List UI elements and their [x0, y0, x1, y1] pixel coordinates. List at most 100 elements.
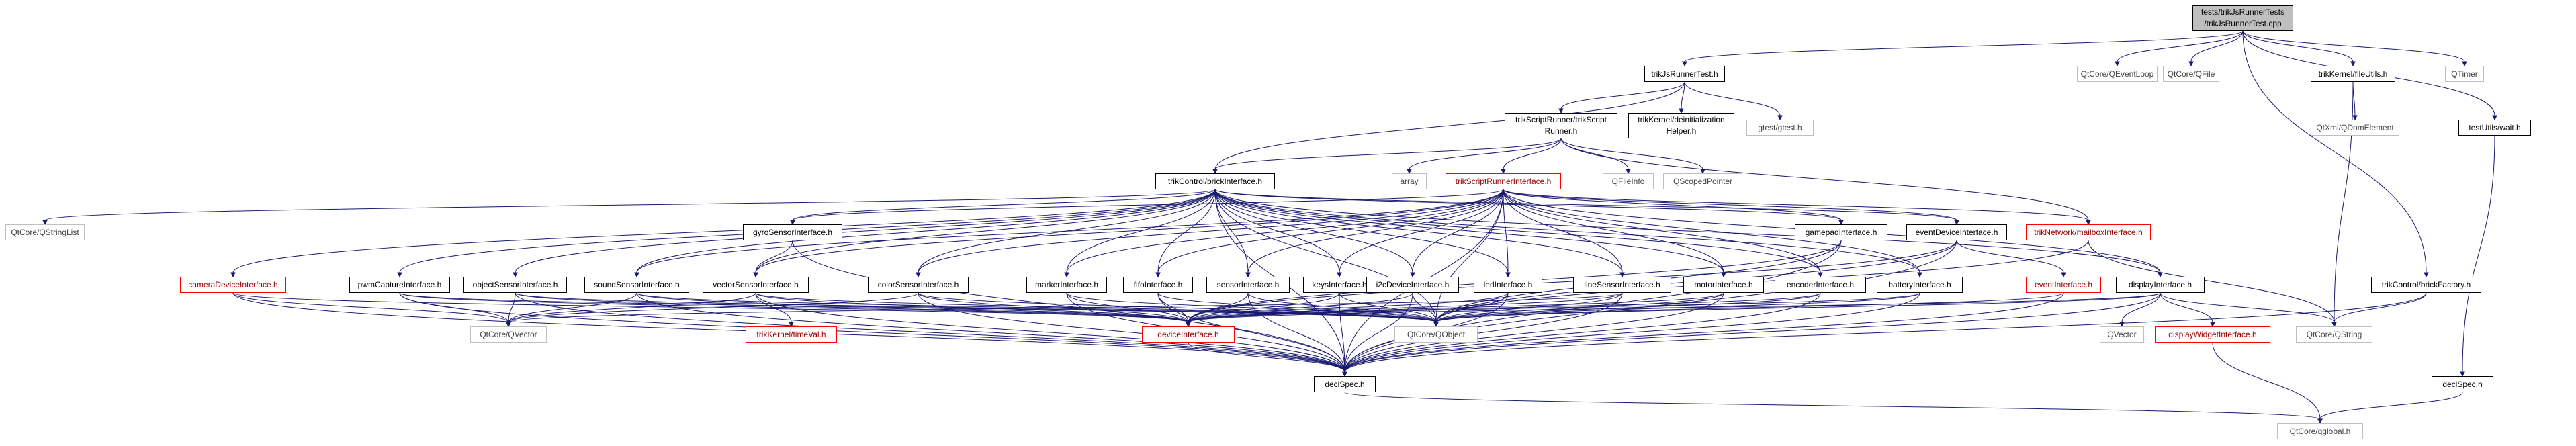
- vectorsensorinterface-node[interactable]: vectorSensorInterface.h: [703, 277, 809, 293]
- include-edge: [636, 292, 1189, 323]
- linesensorinterface-node[interactable]: lineSensorInterface.h: [1573, 277, 1671, 293]
- include-edge: [1560, 81, 1685, 109]
- include-edge: [1339, 292, 1437, 323]
- fileutils-header-node[interactable]: trikKernel/fileUtils.h: [2311, 66, 2395, 82]
- scriptrunnerinterface-node[interactable]: trikScriptRunnerInterface.h: [1446, 173, 1561, 189]
- graph-edges: [42, 30, 2497, 425]
- include-edge: [515, 189, 1216, 273]
- include-edge: [1157, 189, 1504, 273]
- mailboxinterface-node[interactable]: trikNetwork/mailboxInterface.h: [2026, 224, 2151, 240]
- brickinterface-node[interactable]: trikControl/brickInterface.h: [1155, 173, 1275, 189]
- include-edge: [1214, 189, 1957, 221]
- edge-arrowhead: [2158, 272, 2163, 278]
- timeval-node[interactable]: trikKernel/timeVal.h: [746, 326, 837, 343]
- include-edge: [1214, 81, 1685, 170]
- edge-arrowhead: [916, 272, 921, 278]
- include-edge: [1188, 292, 1413, 323]
- declspec-testutils-node[interactable]: declSpec.h: [2432, 376, 2493, 392]
- edge-arrowhead: [2462, 61, 2467, 67]
- include-edge: [1344, 292, 1413, 373]
- fifointerface-node[interactable]: fifoInterface.h: [1123, 277, 1193, 293]
- motorinterface-node[interactable]: motorInterface.h: [1683, 277, 1764, 293]
- include-edge: [1247, 292, 1345, 373]
- include-edge: [232, 189, 1216, 273]
- include-edge: [636, 189, 1216, 273]
- include-edge: [1503, 189, 1509, 273]
- pwmcaptureinterface-node[interactable]: pwmCaptureInterface.h: [349, 277, 450, 293]
- include-edge: [1214, 189, 1437, 323]
- displaywidgetinterface-node[interactable]: displayWidgetInterface.h: [2155, 326, 2270, 343]
- cameradeviceinterface-node[interactable]: cameraDeviceInterface.h: [180, 277, 286, 293]
- include-edge: [1188, 292, 1509, 323]
- i2cdeviceinterface-node[interactable]: i2cDeviceInterface.h: [1366, 277, 1459, 293]
- edge-arrowhead: [1342, 371, 1347, 377]
- include-edge: [2334, 81, 2354, 323]
- testutils-wait-node[interactable]: testUtils/wait.h: [2458, 120, 2531, 136]
- include-edge: [1214, 189, 1724, 273]
- keysinterface-node[interactable]: keysInterface.h: [1303, 277, 1376, 293]
- include-edge: [2190, 30, 2244, 62]
- deviceinterface-node[interactable]: deviceInterface.h: [1142, 326, 1235, 343]
- objectsensorinterface-node[interactable]: objectSensorInterface.h: [463, 277, 567, 293]
- edge-arrowhead: [1501, 169, 1506, 175]
- displayinterface-node[interactable]: displayInterface.h: [2116, 277, 2205, 293]
- trikjsrunnertest-header-node[interactable]: trikJsRunnerTest.h: [1644, 66, 1725, 82]
- edge-arrowhead: [230, 272, 236, 278]
- include-edge: [1157, 189, 1216, 273]
- gyrosensorinterface-node[interactable]: gyroSensorInterface.h: [743, 224, 842, 240]
- edge-arrowhead: [753, 272, 758, 278]
- eventdeviceinterface-node[interactable]: eventDeviceInterface.h: [1906, 224, 2007, 240]
- include-edge: [1412, 189, 1504, 273]
- encoderinterface-node[interactable]: encoderInterface.h: [1775, 277, 1866, 293]
- include-edge: [1214, 189, 1623, 273]
- include-edge: [1503, 189, 2089, 221]
- include-edge: [755, 292, 1189, 323]
- markerinterface-node[interactable]: markerInterface.h: [1026, 277, 1107, 293]
- qstring-node: QtCore/QString: [2296, 326, 2372, 343]
- include-edge: [792, 240, 1345, 373]
- include-edge: [1560, 138, 1629, 170]
- batteryinterface-node[interactable]: batteryInterface.h: [1877, 277, 1963, 293]
- sensorinterface-node[interactable]: sensorInterface.h: [1206, 277, 1290, 293]
- include-edge: [1344, 240, 1957, 373]
- edge-arrowhead: [1682, 61, 1687, 67]
- include-edge: [1435, 189, 1504, 323]
- gamepadinterface-node[interactable]: gamepadInterface.h: [1795, 224, 1887, 240]
- include-edge: [2160, 292, 2335, 323]
- edge-arrowhead: [1558, 108, 1564, 114]
- include-edge: [2242, 30, 2465, 62]
- edge-arrowhead: [1407, 169, 1412, 175]
- include-edge: [44, 189, 1216, 221]
- include-edge: [636, 189, 1504, 273]
- edge-arrowhead: [1838, 220, 1844, 226]
- declspec-node[interactable]: declSpec.h: [1314, 376, 1376, 392]
- include-edge: [1214, 189, 1920, 273]
- include-edge: [1188, 292, 1920, 323]
- edge-arrowhead: [1679, 108, 1684, 114]
- gtest-node: gtest/gtest.h: [1746, 120, 1814, 136]
- include-edge: [2117, 30, 2244, 62]
- include-edge: [399, 292, 1345, 373]
- ledinterface-node[interactable]: ledInterface.h: [1474, 277, 1542, 293]
- root-file-node: tests/trikJsRunnerTests/trikJsRunnerTest…: [2192, 5, 2293, 31]
- qvector-node: QVector: [2100, 326, 2144, 343]
- include-edge: [2088, 240, 2335, 323]
- include-edge: [1435, 292, 2161, 323]
- edge-arrowhead: [513, 272, 518, 278]
- eventinterface-node[interactable]: eventInterface.h: [2026, 277, 2101, 293]
- include-edge: [508, 292, 756, 323]
- soundsensorinterface-node[interactable]: soundSensorInterface.h: [584, 277, 689, 293]
- edge-arrowhead: [2188, 61, 2194, 67]
- brickfactory-node[interactable]: trikControl/brickFactory.h: [2371, 277, 2481, 293]
- include-edge: [1435, 292, 1509, 323]
- edge-arrowhead: [1064, 272, 1069, 278]
- include-edge: [1214, 189, 1249, 273]
- colorsensorinterface-node[interactable]: colorSensorInterface.h: [868, 277, 969, 293]
- array-node: array: [1392, 173, 1427, 189]
- edge-arrowhead: [2115, 61, 2120, 67]
- qscopedpointer-node: QScopedPointer: [1663, 173, 1742, 189]
- include-edge: [1066, 189, 1216, 273]
